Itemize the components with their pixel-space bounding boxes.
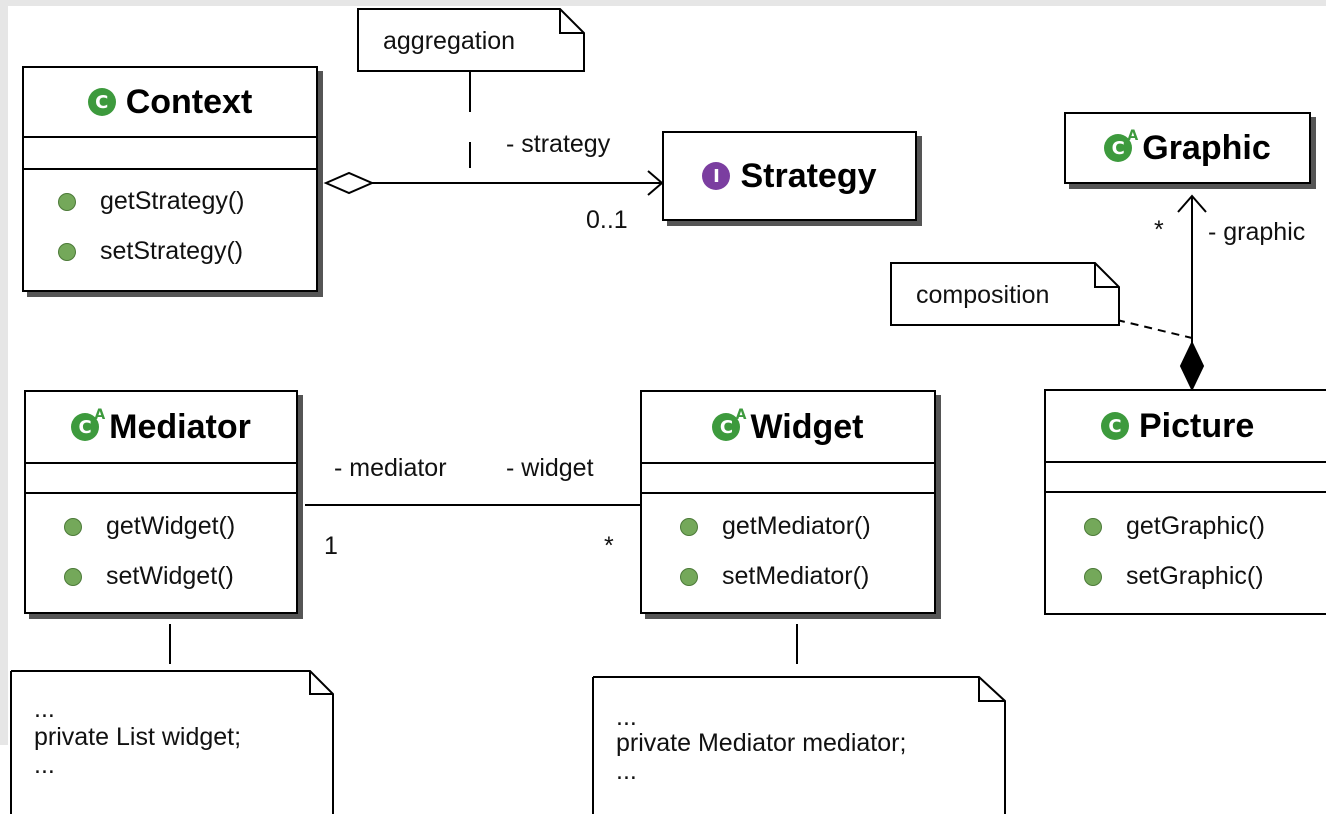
class-name: Mediator	[109, 407, 251, 446]
interface-strategy[interactable]: I Strategy	[662, 131, 917, 221]
frame-edge-left	[0, 0, 8, 814]
class-name: Picture	[1139, 406, 1255, 445]
interface-icon: I	[702, 162, 731, 190]
public-method-icon	[680, 517, 698, 536]
class-header: C Mediator	[26, 392, 296, 462]
operation-item: getWidget()	[64, 512, 235, 541]
composition-diamond-icon	[1179, 340, 1205, 392]
frame-edge-top	[0, 0, 1326, 6]
class-name: Graphic	[1142, 128, 1271, 167]
operation-label: getMediator()	[722, 512, 871, 540]
class-name: Widget	[750, 407, 864, 446]
widget-role-label: - widget	[506, 454, 594, 482]
operation-label: setMediator()	[722, 562, 870, 590]
public-method-icon	[1084, 567, 1102, 586]
operation-divider	[642, 492, 934, 494]
class-mediator[interactable]: C Mediator getWidget() setWidget()	[24, 390, 298, 614]
note-line: private List widget;	[34, 723, 242, 751]
operation-label: getGraphic()	[1126, 512, 1265, 540]
note-line: ...	[34, 751, 55, 779]
public-method-icon	[680, 567, 698, 586]
composition-note-text: composition	[916, 281, 1050, 309]
note-line: private Mediator mediator;	[616, 729, 907, 757]
public-method-icon	[1084, 517, 1102, 536]
strategy-role-label: - strategy	[506, 130, 611, 158]
mediator-multiplicity: 1	[324, 532, 338, 560]
operation-label: setStrategy()	[100, 237, 244, 265]
class-icon: C	[87, 88, 116, 116]
public-method-icon	[64, 567, 82, 586]
note-line: ...	[34, 695, 55, 723]
class-name: Context	[125, 82, 253, 121]
aggregation-note: aggregation	[357, 8, 585, 72]
abstract-class-icon: C	[71, 407, 105, 441]
public-method-icon	[64, 517, 82, 536]
class-header: C Widget	[642, 392, 934, 462]
operation-item: getMediator()	[680, 512, 871, 541]
operation-divider	[24, 168, 316, 170]
attribute-divider	[26, 462, 296, 464]
operation-label: setWidget()	[106, 562, 234, 590]
strategy-multiplicity: 0..1	[586, 206, 628, 234]
widget-note: ... private Mediator mediator; ...	[592, 676, 1006, 814]
interface-name: Strategy	[740, 156, 877, 195]
operation-label: setGraphic()	[1126, 562, 1264, 590]
operation-item: getGraphic()	[1084, 512, 1265, 541]
attribute-divider	[24, 136, 316, 138]
abstract-class-icon: C	[712, 407, 746, 441]
attribute-divider	[642, 462, 934, 464]
aggregation-note-text: aggregation	[383, 27, 516, 55]
class-header: C Picture	[1046, 391, 1326, 461]
class-widget[interactable]: C Widget getMediator() setMediator()	[640, 390, 936, 614]
widget-multiplicity: *	[604, 532, 614, 560]
operation-label: getStrategy()	[100, 187, 245, 215]
operation-item: setWidget()	[64, 562, 234, 591]
class-picture[interactable]: C Picture getGraphic() setGraphic()	[1044, 389, 1326, 615]
operation-divider	[1046, 491, 1326, 493]
graphic-role-label: - graphic	[1208, 218, 1306, 246]
abstract-class-icon: C	[1104, 128, 1138, 162]
arrowhead-icon	[1177, 194, 1207, 213]
mediator-role-label: - mediator	[334, 454, 447, 482]
operation-item: setStrategy()	[58, 237, 243, 266]
composition-note-anchor	[1116, 319, 1193, 339]
frame-edge-left-gap	[0, 745, 8, 814]
composition-note: composition	[890, 262, 1120, 326]
class-icon: C	[1101, 412, 1129, 440]
operation-divider	[26, 492, 296, 494]
operation-label: getWidget()	[106, 512, 236, 540]
operation-item: setMediator()	[680, 562, 869, 591]
graphic-multiplicity: *	[1154, 216, 1164, 244]
note-line: ...	[616, 703, 637, 731]
class-graphic[interactable]: C Graphic	[1064, 112, 1311, 184]
aggregation-diamond-icon	[323, 171, 375, 195]
class-header: C Context	[24, 68, 316, 136]
operation-item: getStrategy()	[58, 187, 245, 216]
note-line: ...	[616, 757, 637, 785]
public-method-icon	[58, 242, 76, 261]
public-method-icon	[58, 192, 76, 211]
operation-item: setGraphic()	[1084, 562, 1264, 591]
attribute-divider	[1046, 461, 1326, 463]
mediator-note: ... private List widget; ...	[10, 670, 334, 814]
class-context[interactable]: C Context getStrategy() setStrategy()	[22, 66, 318, 292]
